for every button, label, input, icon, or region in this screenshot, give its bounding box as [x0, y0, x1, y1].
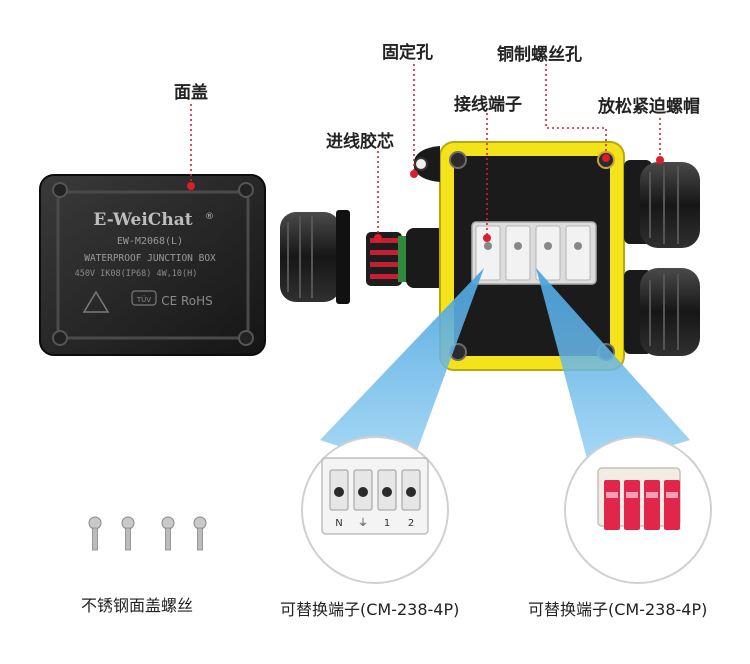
caption-left-terminal: 可替换端子(CM-238-4P) [280, 600, 460, 619]
right-zoom-beam [536, 268, 690, 470]
lid-brand: E-WeiChat [93, 210, 192, 230]
label-cover: 面盖 [174, 83, 208, 103]
label-loose-nut: 放松紧迫螺帽 [598, 97, 700, 117]
label-terminal: 接线端子 [454, 95, 522, 115]
lid-product: WATERPROOF JUNCTION BOX [84, 253, 216, 264]
loose-cable-gland [280, 210, 350, 304]
tuv-mark-icon [131, 290, 157, 306]
cover-lid: E-WeiChat ® EW-M2068(L) WATERPROOF JUNCT… [39, 174, 266, 356]
lid-model: EW-M2068(L) [117, 236, 183, 247]
lid-screws [88, 516, 207, 551]
svg-text:TÜV: TÜV [136, 295, 151, 304]
terminal-mark-1: 1 [384, 518, 390, 529]
lid-spec: 450V IK08(IP68) 4W,10(H) [75, 269, 198, 279]
wire-core-insert [366, 232, 410, 286]
terminal-mark-n: N [335, 518, 342, 529]
terminal-mark-ground: ⏚ [358, 517, 368, 529]
lid-certs: CE RoHS [161, 294, 213, 308]
warning-triangle-icon [82, 290, 110, 313]
svg-text:®: ® [205, 212, 214, 222]
callout-lines [190, 64, 661, 236]
caption-right-terminal: 可替换端子(CM-238-4P) [528, 600, 708, 619]
right-zoom-circle [564, 436, 712, 584]
left-zoom-beam [320, 268, 484, 470]
terminal-mark-2: 2 [408, 518, 414, 529]
label-fixing-hole: 固定孔 [382, 43, 433, 63]
label-copper-screw-hole: 铜制螺丝孔 [497, 45, 582, 65]
caption-screws: 不锈钢面盖螺丝 [81, 596, 194, 615]
label-wire-core: 进线胶芯 [326, 132, 394, 152]
junction-box [406, 141, 700, 371]
callout-dots [187, 154, 664, 242]
left-zoom-circle: N ⏚ 1 2 [301, 436, 449, 584]
